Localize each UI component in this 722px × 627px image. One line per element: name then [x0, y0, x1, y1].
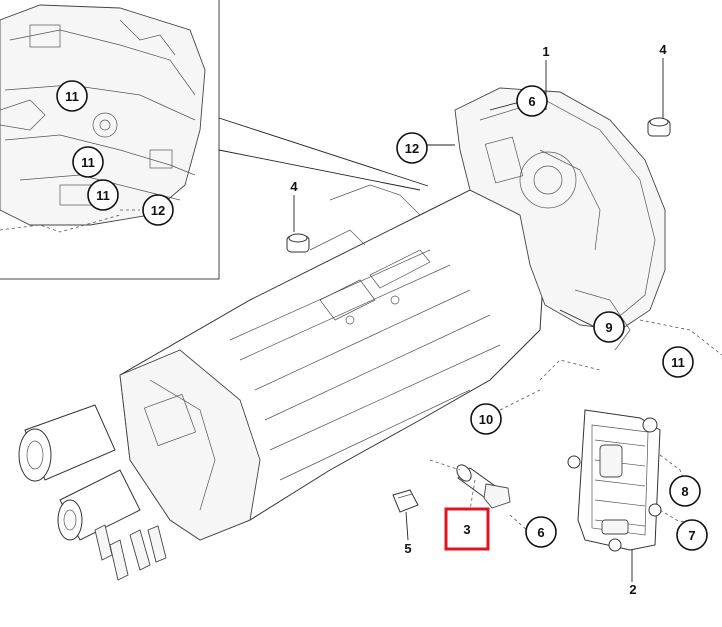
callout-inset-11-a: 11	[56, 80, 88, 112]
part-4-plug-left-drawing	[286, 233, 310, 253]
callout-part-4-left: 4	[290, 179, 298, 194]
callout-part-3-highlighted[interactable]: 3	[444, 507, 490, 551]
svg-text:9: 9	[605, 320, 612, 335]
callout-part-11: 11	[662, 346, 694, 378]
callout-inset-12: 12	[142, 194, 174, 226]
callout-part-6: 6	[516, 85, 548, 117]
callout-part-10: 10	[470, 403, 502, 435]
svg-text:5: 5	[404, 541, 411, 556]
detail-inset: 11 11 11 12	[0, 0, 429, 280]
svg-text:4: 4	[659, 42, 667, 57]
svg-text:10: 10	[479, 412, 493, 427]
callout-part-4-right: 4	[659, 42, 667, 57]
transmission-assembly	[18, 87, 666, 581]
callout-part-1: 1	[542, 44, 549, 59]
svg-text:6: 6	[537, 525, 544, 540]
callout-part-5: 5	[404, 541, 411, 556]
svg-text:2: 2	[629, 582, 636, 597]
actuator-motor-drawing	[18, 404, 141, 541]
svg-text:12: 12	[405, 141, 419, 156]
callout-part-6-lower: 6	[525, 516, 557, 548]
svg-text:4: 4	[290, 179, 298, 194]
part-5-clip-drawing	[392, 489, 419, 513]
svg-text:3: 3	[463, 522, 470, 537]
callout-part-12: 12	[396, 132, 428, 164]
callout-inset-11-b: 11	[72, 146, 104, 178]
connector-pins-drawing	[94, 524, 167, 581]
svg-text:12: 12	[151, 203, 165, 218]
svg-text:6: 6	[528, 94, 535, 109]
oil-cooler-drawing	[567, 409, 662, 552]
callout-part-9: 9	[593, 311, 625, 343]
svg-text:11: 11	[65, 89, 79, 104]
svg-text:11: 11	[81, 155, 95, 170]
callout-inset-11-c: 11	[87, 179, 119, 211]
svg-text:11: 11	[96, 188, 110, 203]
part-3-sleeve-drawing	[456, 464, 511, 509]
callout-part-2: 2	[629, 582, 636, 597]
svg-text:1: 1	[542, 44, 549, 59]
part-4-plug-right-drawing	[647, 117, 671, 137]
svg-text:7: 7	[688, 528, 695, 543]
svg-text:11: 11	[671, 355, 685, 370]
callout-part-7: 7	[676, 519, 708, 551]
svg-text:8: 8	[681, 484, 688, 499]
leader-lines	[293, 58, 722, 582]
callout-part-8: 8	[669, 475, 701, 507]
